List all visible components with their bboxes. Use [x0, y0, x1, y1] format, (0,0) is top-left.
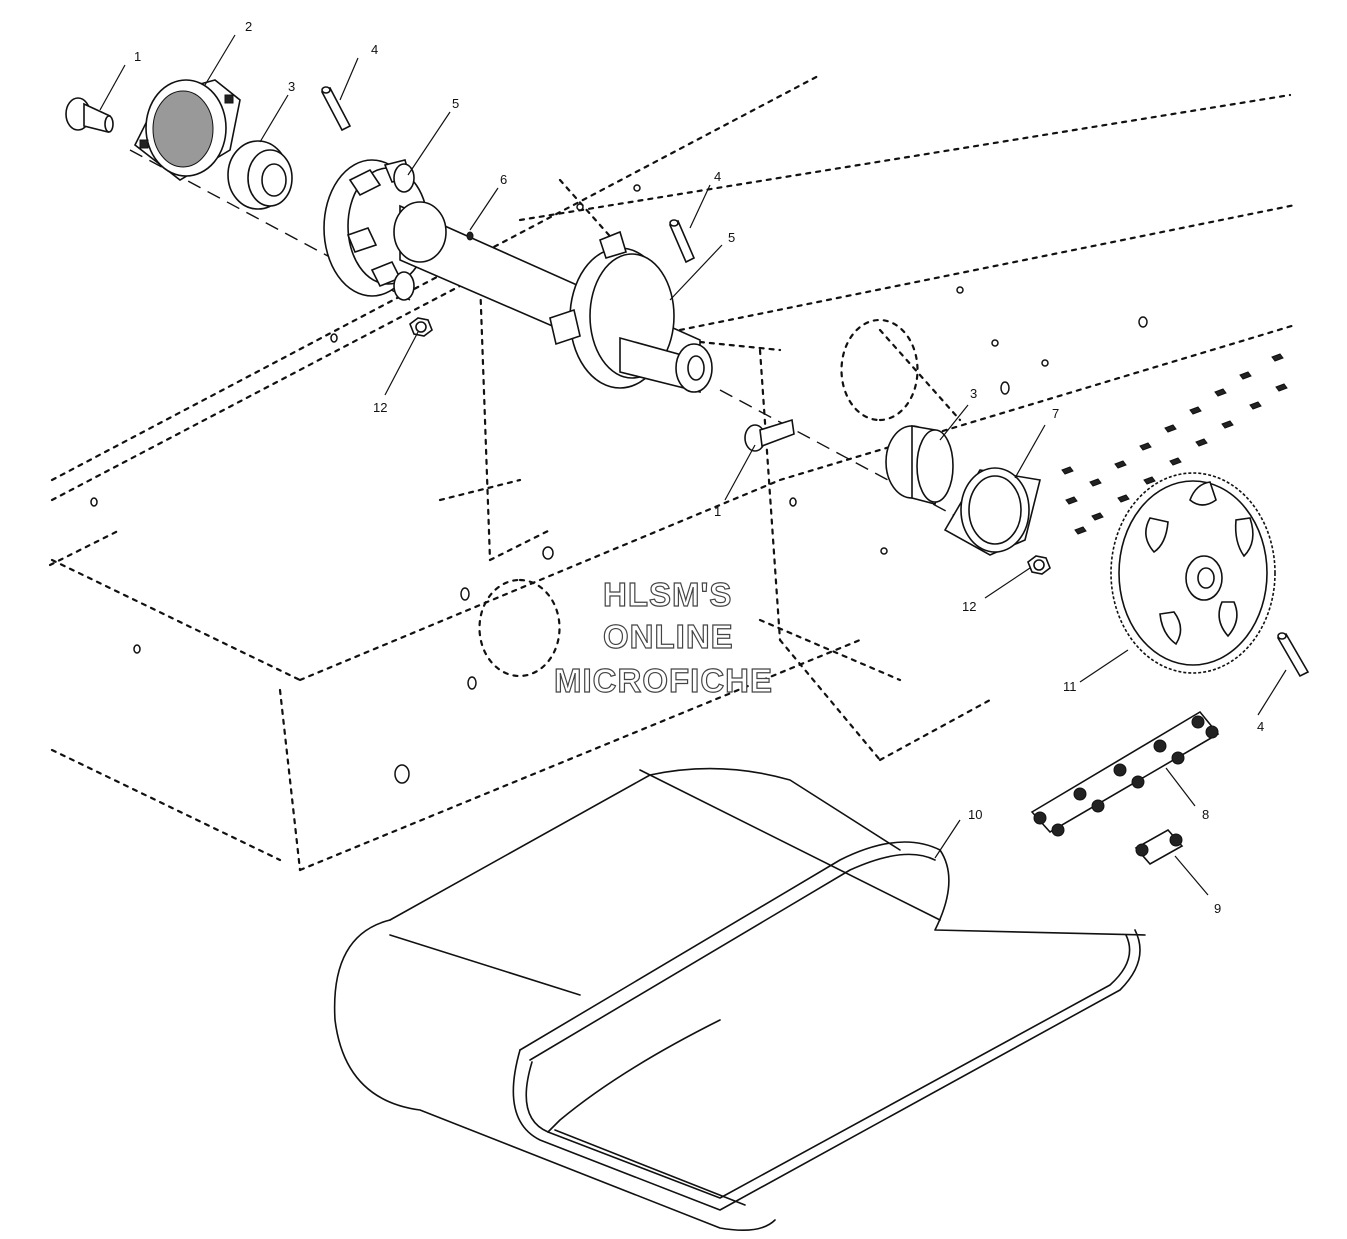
flange-part-7: [943, 467, 1041, 556]
watermark-line-2: ONLINE: [603, 618, 734, 655]
chain-part-8: [1030, 710, 1220, 837]
bolt-part-1-right: [744, 418, 795, 452]
drive-sprocket-part-5-right: [549, 230, 713, 394]
bearing-part-3-left: [227, 140, 293, 210]
callout-11: 11: [1063, 679, 1077, 694]
chassis-frame: [48, 73, 1297, 872]
callout-8: 8: [1202, 807, 1209, 822]
pin-part-4-c: [1276, 632, 1310, 678]
callout-5: 5: [728, 230, 735, 245]
callout-5: 5: [452, 96, 459, 111]
bolt-part-1: [65, 97, 114, 133]
bearing-part-3-right: [885, 425, 954, 505]
nut-part-12-b: [1027, 555, 1051, 575]
watermark-line-3: MICROFICHE: [554, 662, 773, 699]
callout-10: 10: [968, 807, 982, 822]
callout-1: 1: [134, 49, 141, 64]
callout-3: 3: [970, 386, 977, 401]
callout-7: 7: [1052, 406, 1059, 421]
callout-9: 9: [1214, 901, 1221, 916]
watermark: HLSM'S ONLINE MICROFICHE: [553, 575, 773, 699]
rail-holes: [90, 184, 1148, 784]
callout-4: 4: [714, 169, 721, 184]
watermark-line-1: HLSM'S: [603, 576, 732, 613]
callout-4: 4: [371, 42, 378, 57]
callout-labels: 1 2 3 4 5 6 4 5 12 3 7 1 12 11 4 8 10 9: [134, 19, 1264, 916]
chain-link-part-9: [1134, 828, 1184, 866]
callout-4: 4: [1257, 719, 1264, 734]
flange-housing-part-2: [133, 79, 241, 181]
sprocket-part-11: [1110, 472, 1276, 674]
callout-2: 2: [245, 19, 252, 34]
callout-12: 12: [962, 599, 976, 614]
pin-part-4-a: [320, 86, 352, 132]
pin-part-4-b: [668, 219, 696, 264]
callout-12: 12: [373, 400, 387, 415]
callout-6: 6: [500, 172, 507, 187]
leader-lines: [99, 34, 1287, 896]
track-holes: [1061, 353, 1288, 535]
callout-1: 1: [714, 504, 721, 519]
callout-3: 3: [288, 79, 295, 94]
nut-part-12-a: [409, 317, 433, 337]
track-part-10: [333, 767, 1146, 1231]
